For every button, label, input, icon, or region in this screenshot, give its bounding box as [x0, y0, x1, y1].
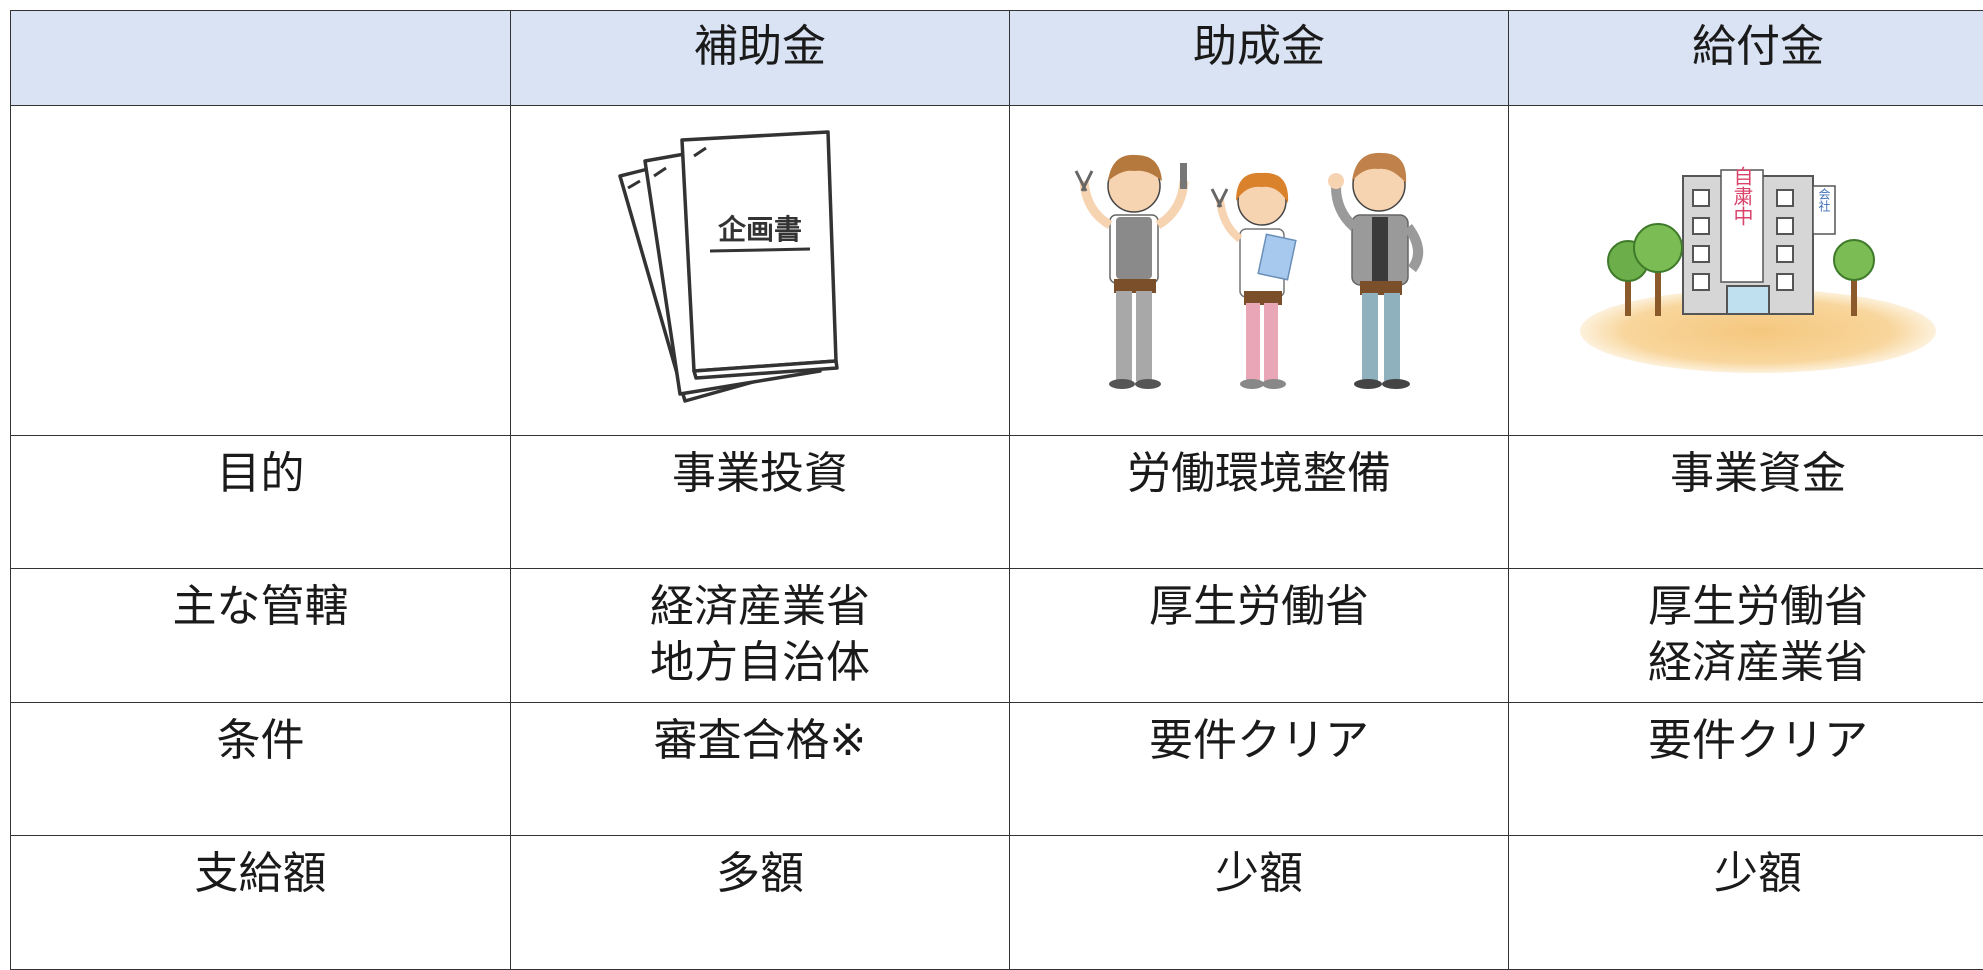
company-building-icon: 自粛中 会社: [1580, 165, 1936, 373]
row-label-jurisdiction: 主な管轄: [11, 569, 511, 703]
cell-purpose-subsidy: 事業投資: [511, 436, 1010, 569]
cell-amount-benefit: 少額: [1509, 836, 1983, 970]
worker-middle-figure: [1210, 172, 1297, 389]
cell-purpose-benefit: 事業資金: [1509, 436, 1983, 569]
cell-amount-subsidy: 多額: [511, 836, 1010, 970]
grant-illustration-cell: [1010, 106, 1509, 436]
planning-documents-icon: 企画書: [618, 129, 839, 403]
row-label-purpose: 目的: [11, 436, 511, 569]
benefit-illustration-cell: 自粛中 会社: [1509, 106, 1983, 436]
header-grant: 助成金: [1010, 11, 1509, 106]
header-cell-empty: [11, 11, 511, 106]
three-workers-icon: [1074, 152, 1423, 389]
cell-purpose-grant: 労働環境整備: [1010, 436, 1509, 569]
worker-right-figure: [1328, 152, 1423, 389]
cell-conditions-benefit: 要件クリア: [1509, 703, 1983, 836]
comparison-table: 補助金 助成金 給付金 企画書: [10, 10, 1983, 970]
row-label-conditions: 条件: [11, 703, 511, 836]
building-banner-text: 自粛中: [1730, 165, 1754, 225]
row-label-amount: 支給額: [11, 836, 511, 970]
illustration-label-empty: [11, 106, 511, 436]
document-title-label: 企画書: [718, 213, 802, 246]
cell-jurisdiction-grant: 厚生労働省: [1010, 569, 1509, 703]
cell-conditions-subsidy: 審査合格※: [511, 703, 1010, 836]
tree-left: [1607, 222, 1683, 316]
header-subsidy: 補助金: [511, 11, 1010, 106]
cell-conditions-grant: 要件クリア: [1010, 703, 1509, 836]
subsidy-illustration-cell: 企画書: [511, 106, 1010, 436]
cell-jurisdiction-benefit: 厚生労働省 経済産業省: [1509, 569, 1983, 703]
tree-right: [1833, 238, 1875, 316]
company-sign-text: 会社: [1817, 187, 1831, 211]
cell-jurisdiction-subsidy: 経済産業省 地方自治体: [511, 569, 1010, 703]
worker-left-figure: [1074, 154, 1189, 389]
cell-amount-grant: 少額: [1010, 836, 1509, 970]
header-benefit: 給付金: [1509, 11, 1983, 106]
